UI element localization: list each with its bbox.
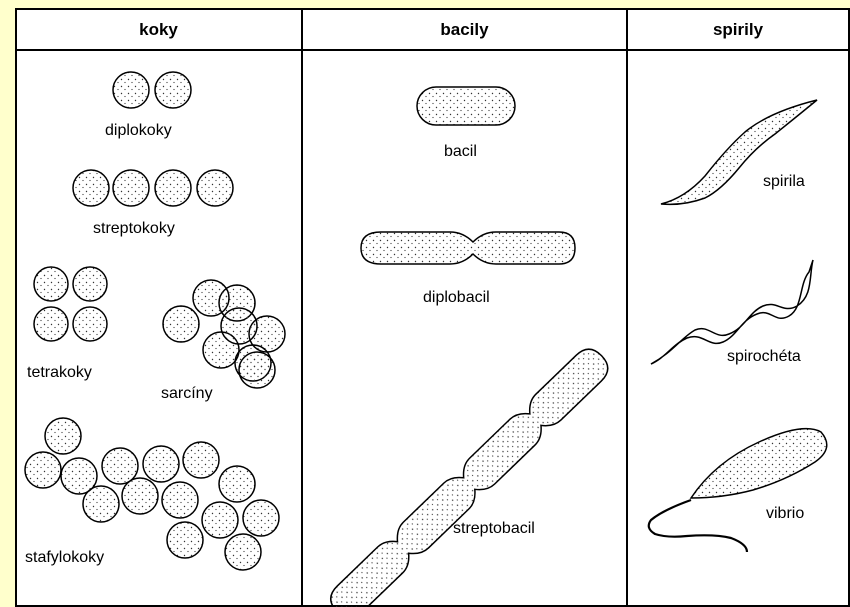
bacil-illustration: [417, 87, 515, 125]
diplobacil-illustration: [361, 232, 575, 264]
vibrio-illustration: [649, 429, 827, 552]
label-vibrio: vibrio: [766, 505, 804, 523]
diplokoky-illustration: [113, 72, 191, 108]
label-streptokoky: streptokoky: [93, 220, 175, 238]
bacteria-shapes-table: koky bacily spirily: [15, 8, 850, 607]
stafylokoky-illustration: [25, 418, 279, 570]
label-spirocheta: spirochéta: [727, 348, 801, 366]
illustrations: [15, 8, 850, 607]
label-diplobacil: diplobacil: [423, 289, 490, 307]
streptobacil-illustration: [324, 343, 614, 607]
label-streptobacil: streptobacil: [453, 520, 535, 538]
label-sarciny: sarcíny: [161, 385, 213, 403]
label-stafylokoky: stafylokoky: [25, 549, 104, 567]
tetrakoky-illustration: [34, 267, 107, 341]
streptokoky-illustration: [73, 170, 233, 206]
label-diplokoky: diplokoky: [105, 122, 172, 140]
label-spirila: spirila: [763, 173, 805, 191]
label-tetrakoky: tetrakoky: [27, 364, 92, 382]
label-bacil: bacil: [444, 143, 477, 161]
sarciny-illustration: [163, 280, 285, 388]
